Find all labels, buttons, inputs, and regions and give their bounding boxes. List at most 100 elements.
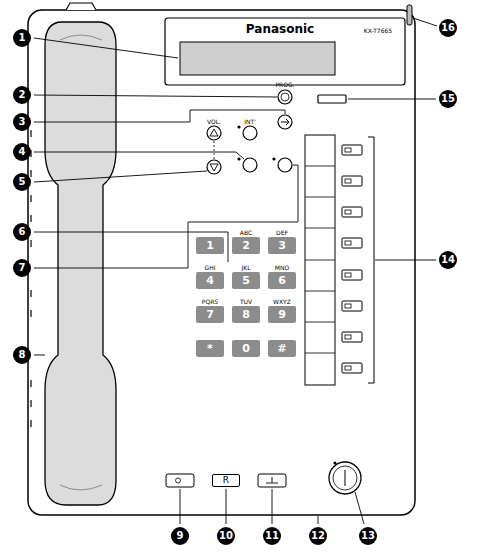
grille-dash xyxy=(30,420,31,427)
callout-number: 15 xyxy=(439,90,457,108)
key-legend: 8 xyxy=(232,306,260,323)
callout-number: 3 xyxy=(13,113,31,131)
leader-line xyxy=(318,516,319,524)
speaker-button xyxy=(329,462,361,494)
dial-key: WXYZ9 xyxy=(268,298,296,323)
leader-line xyxy=(34,152,244,159)
message-led xyxy=(407,5,412,25)
dss-key xyxy=(342,176,362,186)
leader-line xyxy=(413,18,437,26)
callout-number: 1 xyxy=(13,29,31,47)
leader-lines xyxy=(34,18,437,524)
key-letters: WXYZ xyxy=(273,298,291,305)
dss-led xyxy=(345,304,351,308)
key-letters: PQRS xyxy=(202,298,218,305)
leader-line xyxy=(272,489,273,524)
dss-led xyxy=(345,366,351,370)
dss-divider xyxy=(305,228,335,229)
key-letters: ABC xyxy=(240,229,252,236)
grille-dash xyxy=(30,310,31,317)
hook-tab xyxy=(66,3,96,10)
mute-icon xyxy=(176,478,181,483)
leader-line xyxy=(180,489,181,524)
lcd-screen xyxy=(180,42,335,75)
grille-dash xyxy=(30,380,31,387)
speaker-led xyxy=(333,461,336,464)
recall-button: R xyxy=(212,474,240,487)
dss-leds xyxy=(345,148,351,370)
dss-key xyxy=(342,363,362,373)
mic-button xyxy=(243,158,257,172)
dss-led xyxy=(345,335,351,339)
leader-line xyxy=(34,171,207,182)
key-legend: 5 xyxy=(232,272,260,289)
button-label: INT' xyxy=(244,118,256,125)
speaker-button-mark xyxy=(345,470,346,486)
key-legend: 4 xyxy=(196,272,224,289)
callout-number: 8 xyxy=(13,346,31,364)
callout-number: 2 xyxy=(13,86,31,104)
dial-key: 0 xyxy=(232,340,260,357)
pause-arrow xyxy=(281,119,289,125)
hold-button xyxy=(258,474,286,487)
key-legend: R xyxy=(212,474,240,487)
key-letters: GHI xyxy=(205,264,216,271)
callout-number: 5 xyxy=(13,173,31,191)
callout-number: 12 xyxy=(309,527,327,545)
prog-button xyxy=(278,90,292,104)
callout-number: 10 xyxy=(217,527,235,545)
intercom-led xyxy=(237,125,240,128)
key-legend: 1 xyxy=(196,237,224,254)
leader-line xyxy=(34,232,228,262)
dial-key: GHI4 xyxy=(196,264,224,289)
grille-dash xyxy=(30,290,31,297)
dss-divider xyxy=(305,260,335,261)
mute-button xyxy=(166,474,194,487)
dial-key: TUV8 xyxy=(232,298,260,323)
brand-name: Panasonic xyxy=(246,22,314,36)
volume-up-button xyxy=(207,126,221,140)
grille-dash xyxy=(30,400,31,407)
dss-label-strip xyxy=(305,135,335,385)
grille-dash xyxy=(30,130,31,137)
dss-rows xyxy=(305,166,335,353)
leader-line xyxy=(34,95,277,97)
pause-button xyxy=(278,115,292,129)
leader-line xyxy=(355,492,364,524)
leader-line xyxy=(226,489,227,524)
dss-key xyxy=(342,270,362,280)
key-legend: 2 xyxy=(232,237,260,254)
callout-number: 9 xyxy=(171,527,189,545)
callout-number: 14 xyxy=(439,251,457,269)
button-label: PROG. xyxy=(275,81,294,88)
dss-led xyxy=(345,148,351,152)
leader-line xyxy=(34,165,298,268)
dial-key: JKL5 xyxy=(232,264,260,289)
key-legend: 3 xyxy=(268,237,296,254)
dss-bracket xyxy=(368,137,374,383)
leader-line xyxy=(375,260,436,261)
transfer-button xyxy=(278,158,292,172)
volume-down-icon xyxy=(210,164,218,171)
callout-number: 13 xyxy=(359,527,377,545)
dss-divider xyxy=(305,353,335,354)
callout-number: 11 xyxy=(263,527,281,545)
intercom-button xyxy=(243,126,257,140)
key-letters: DEF xyxy=(276,229,288,236)
dss-key xyxy=(342,332,362,342)
transfer-led xyxy=(272,157,275,160)
display-panel xyxy=(165,18,405,85)
volume-down-button xyxy=(207,160,221,174)
grille-dash xyxy=(30,215,31,222)
speaker-button-ring xyxy=(333,466,357,490)
dss-key xyxy=(342,207,362,217)
phone-body xyxy=(28,10,415,515)
leader-line xyxy=(34,38,178,58)
volume-link xyxy=(214,141,215,159)
key-legend: 9 xyxy=(268,306,296,323)
mic-led xyxy=(237,157,240,160)
key-legend: * xyxy=(196,340,224,357)
dial-key: * xyxy=(196,340,224,357)
grille-dash xyxy=(30,170,31,177)
